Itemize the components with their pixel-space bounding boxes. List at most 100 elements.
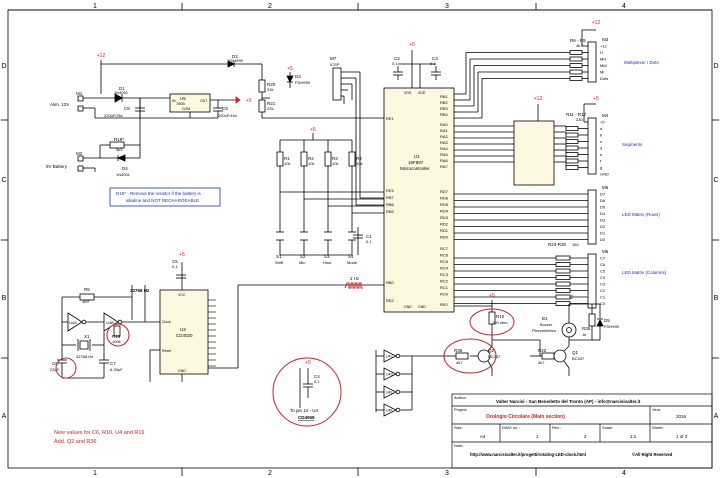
row-label: C xyxy=(713,177,718,184)
svg-text:©All Right Reserved: ©All Right Reserved xyxy=(632,452,673,457)
svg-text:M5: M5 xyxy=(602,185,609,190)
resistor-body xyxy=(565,152,579,157)
svg-text:R18* - Remove the resistor if: R18* - Remove the resistor if the batter… xyxy=(116,191,202,196)
svg-text:To pin 14 - U4: To pin 14 - U4 xyxy=(290,408,319,413)
svg-text:RB5: RB5 xyxy=(386,209,395,214)
svg-text:IN: IN xyxy=(172,99,176,103)
resistor-body xyxy=(300,151,308,167)
inverter-label: U4F xyxy=(386,409,393,413)
svg-text:4k7: 4k7 xyxy=(456,360,463,365)
mcu-pin-label: RA6 xyxy=(440,158,449,163)
svg-text:9V Battery: 9V Battery xyxy=(46,164,68,169)
svg-text:1N4001: 1N4001 xyxy=(114,90,129,95)
svg-text:Year:: Year: xyxy=(652,407,661,412)
resistor-body xyxy=(555,294,571,300)
m3-pin-label: +12 xyxy=(600,44,608,49)
drawing-frame xyxy=(1,3,719,476)
inverter-bubble xyxy=(395,353,401,359)
svg-text:M2: M2 xyxy=(76,151,83,156)
svg-text:Multiplexer / Dots: Multiplexer / Dots xyxy=(624,60,660,65)
svg-text:Piezoelettrico: Piezoelettrico xyxy=(532,328,557,333)
inverter-gate xyxy=(383,403,397,417)
m6-pin-label: C0 xyxy=(600,301,606,306)
row-label: B xyxy=(714,295,719,302)
svg-text:C2: C2 xyxy=(394,56,400,61)
svg-text:New values for C6, R10, U4 and: New values for C6, R10, U4 and R19 xyxy=(54,430,145,436)
battery-note-box: R18* - Remove the resistor if the batter… xyxy=(109,187,221,207)
col-label: 4 xyxy=(622,3,626,10)
row-label: A xyxy=(2,413,7,420)
rail-label: +12 xyxy=(534,96,543,102)
col-label: 4 xyxy=(622,470,626,477)
resistor-body xyxy=(276,151,284,167)
resistor-body xyxy=(569,76,583,81)
mcu-labels: U1 16F887 Microcontroller RE1 RE3 RB7 RB… xyxy=(330,56,449,309)
inverter-bubble xyxy=(395,407,401,413)
svg-text:Note:: Note: xyxy=(454,443,464,448)
resistor-label: R3 xyxy=(332,156,338,161)
rail-label: +5 xyxy=(305,360,311,366)
svg-text:0.1: 0.1 xyxy=(430,61,436,66)
svg-text:D4: D4 xyxy=(122,166,128,171)
resistor-body xyxy=(324,151,332,167)
svg-text:BC337: BC337 xyxy=(572,356,585,361)
inverter-bubble xyxy=(395,371,401,377)
power-section xyxy=(77,60,384,172)
rail-label: +12 xyxy=(97,53,106,59)
rail-label: +5 xyxy=(310,127,316,133)
svg-text:220uF/25v: 220uF/25v xyxy=(104,113,123,118)
svg-text:VDD: VDD xyxy=(418,91,426,95)
svg-text:1N4001: 1N4001 xyxy=(116,172,131,177)
svg-text:RB0: RB0 xyxy=(386,280,395,285)
mcu-pin-label: RA1 xyxy=(440,128,449,133)
mcu-pin-label: RC4 xyxy=(440,266,449,271)
m4-pin-label: GND xyxy=(600,172,609,177)
svg-text:U4B: U4B xyxy=(106,320,114,325)
svg-text:C1: C1 xyxy=(366,234,372,239)
svg-text:RB3: RB3 xyxy=(440,106,449,111)
svg-text:Clock: Clock xyxy=(162,320,171,324)
inverter-label: U4D xyxy=(386,373,393,377)
mcu-pin-label: RC0 xyxy=(440,292,449,297)
mcu-pin-label: RC2 xyxy=(440,279,449,284)
m5-pin-label: D3 xyxy=(600,218,606,223)
switch-function: Shift xyxy=(275,260,284,265)
svg-text:FDH999: FDH999 xyxy=(228,58,244,63)
power-labels: M1 Alim. 12V M2 9V Battery D1 1N4001 D2 … xyxy=(46,54,311,177)
svg-text:RB6: RB6 xyxy=(386,202,395,207)
mcu-pin-label: RC7 xyxy=(440,246,449,251)
mcu-pin-label: RC6 xyxy=(440,253,449,258)
row-label: C xyxy=(1,177,6,184)
svg-text:U5: U5 xyxy=(180,96,186,101)
oscillator-labels: R5 4M7 U4A U4B R19 100k X1 32768 Hz C6 2… xyxy=(50,259,360,373)
m6-pin-label: C1 xyxy=(600,295,606,300)
svg-text:M3: M3 xyxy=(602,37,609,42)
resistor-label: R2 xyxy=(308,156,314,161)
svg-text:ICSP: ICSP xyxy=(330,62,340,67)
inverter-label: U4E xyxy=(386,391,393,395)
svg-text:DWG no.:: DWG no.: xyxy=(502,425,520,430)
resistor-body xyxy=(555,275,571,280)
col-label: 1 xyxy=(93,3,97,10)
m4-pin-label: f xyxy=(600,159,602,164)
inverter-label: U4C xyxy=(386,355,393,359)
svg-text:GND: GND xyxy=(418,305,426,309)
m5-pin-label: D4 xyxy=(600,211,606,216)
svg-text:1k: 1k xyxy=(582,332,586,337)
m4-pin-label: +5 xyxy=(600,120,605,125)
svg-text:U3: U3 xyxy=(180,327,186,332)
svg-text:Project:: Project: xyxy=(454,407,468,412)
rail-label: +5 xyxy=(409,42,415,48)
resistor-label: R4 xyxy=(356,156,362,161)
svg-text:100 ohm: 100 ohm xyxy=(492,320,508,325)
svg-text:Reset: Reset xyxy=(162,349,171,353)
svg-text:M6: M6 xyxy=(602,249,609,254)
svg-text:R19: R19 xyxy=(112,334,121,339)
svg-text:22k: 22k xyxy=(267,106,273,111)
svg-text:M7: M7 xyxy=(330,56,337,61)
svg-text:C8: C8 xyxy=(124,106,130,111)
m3-pin-label: Dots xyxy=(600,76,608,81)
svg-text:LED Matrix (Columns): LED Matrix (Columns) xyxy=(622,270,667,275)
inverter-gate xyxy=(383,367,397,381)
svg-text:Author:: Author: xyxy=(454,395,467,400)
